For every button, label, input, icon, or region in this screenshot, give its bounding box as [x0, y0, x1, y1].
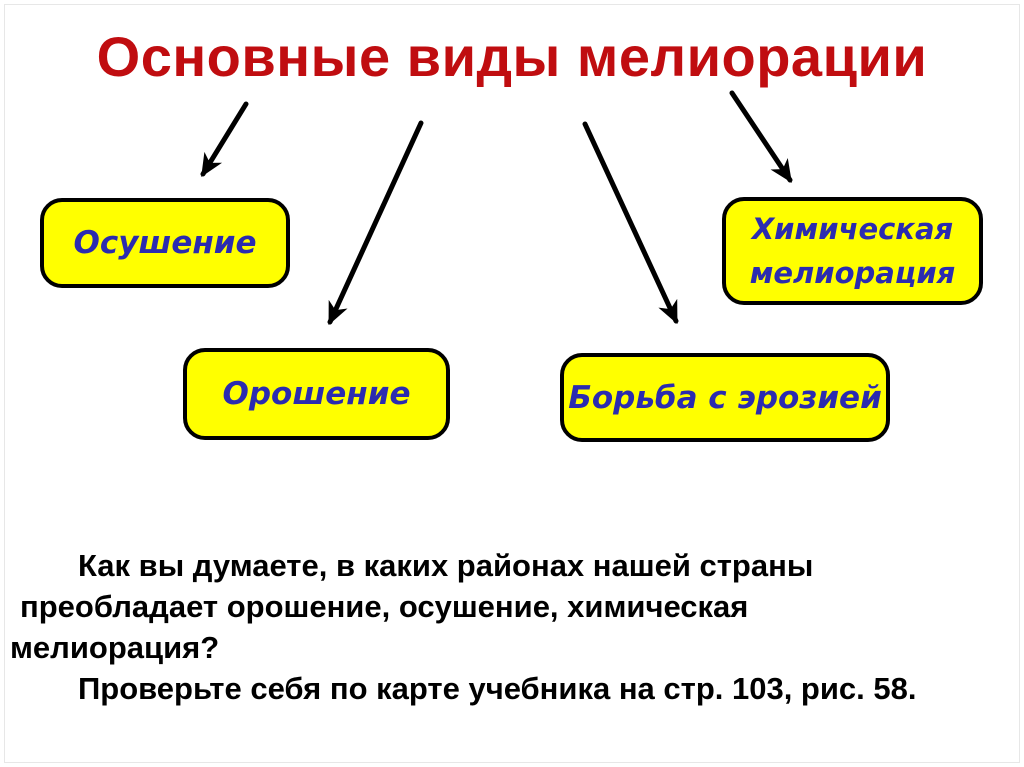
- question-text: Как вы думаете, в каких районах нашей ст…: [10, 545, 1022, 709]
- arrow-title-to-oroshenie: [327, 120, 424, 326]
- arrow-title-to-osushenie: [200, 101, 249, 177]
- box-oroshenie: Орошение: [183, 348, 450, 440]
- box-osushenie: Осушение: [40, 198, 290, 288]
- question-line-2: преобладает орошение, осушение, химическ…: [20, 589, 749, 624]
- question-line-3: мелиорация?: [10, 630, 220, 665]
- box-osushenie-label: Осушение: [73, 225, 257, 261]
- box-oroshenie-label: Орошение: [222, 376, 411, 412]
- box-himicheskaya: Химическая мелиорация: [722, 197, 983, 305]
- arrow-title-to-borba: [582, 121, 679, 325]
- slide-title: Основные виды мелиорации: [96, 25, 928, 88]
- question-line-4: Проверьте себя по карте учебника на стр.…: [78, 671, 917, 706]
- question-line-1: Как вы думаете, в каких районах нашей ст…: [78, 548, 814, 583]
- box-himicheskaya-label-line2: мелиорация: [749, 256, 956, 290]
- box-borba-label: Борьба с эрозией: [568, 379, 882, 416]
- arrow-title-to-himicheskaya: [729, 90, 793, 183]
- box-borba: Борьба с эрозией: [560, 353, 890, 442]
- box-himicheskaya-label-line1: Химическая: [751, 212, 954, 246]
